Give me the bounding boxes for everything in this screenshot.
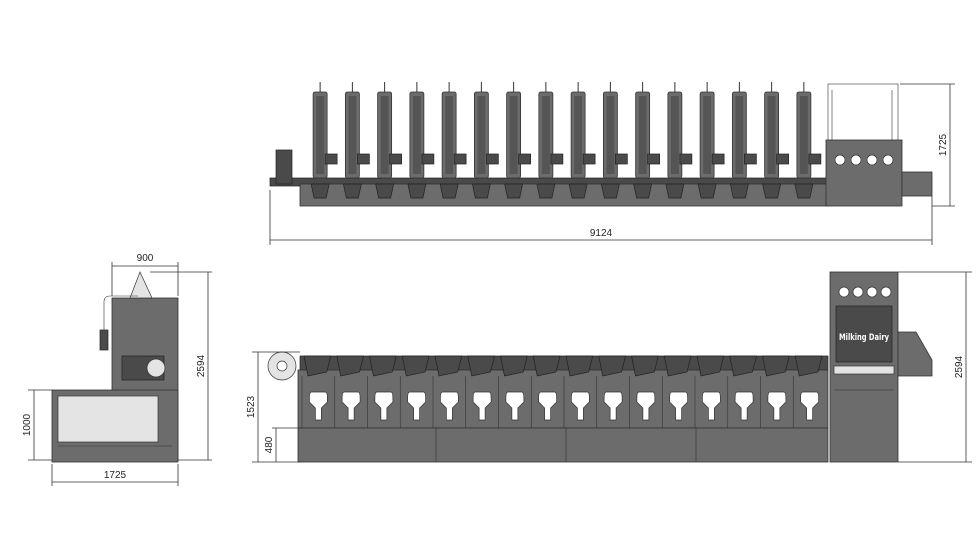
motor-unit	[275, 149, 293, 185]
length-label: 9124	[590, 228, 613, 239]
dimension-width: 900	[111, 253, 179, 296]
front-stall	[727, 355, 757, 428]
front-stall	[432, 355, 463, 428]
front-stall	[530, 355, 561, 428]
side-height-label: 2594	[196, 354, 207, 377]
top-stall	[310, 82, 338, 199]
top-view: 9124 1725	[269, 82, 955, 245]
top-stall	[665, 82, 693, 199]
front-height-label: 2594	[954, 355, 965, 378]
dimension-length: 9124	[269, 190, 933, 245]
top-stall	[375, 82, 402, 199]
rail-label: 1523	[246, 395, 257, 418]
dimension-height-top: 1725	[900, 83, 955, 207]
dimension-platform: 1000	[22, 389, 52, 461]
top-stall	[794, 82, 822, 199]
front-stalls	[301, 355, 823, 428]
control-frame	[825, 83, 933, 207]
front-stall	[596, 355, 626, 428]
front-stall	[563, 355, 594, 428]
front-stall	[792, 355, 823, 428]
side-view: 900 1725 2594 1000	[22, 253, 212, 486]
front-stall	[760, 355, 790, 428]
brand-logo: Milking Dairy	[839, 333, 889, 343]
top-stall	[729, 82, 757, 199]
top-stall	[762, 82, 789, 199]
front-stall	[498, 355, 528, 428]
top-height-label: 1725	[938, 133, 949, 156]
top-stall	[633, 82, 660, 199]
front-stall	[367, 355, 397, 428]
front-stall	[465, 355, 495, 428]
top-stall	[504, 82, 531, 199]
top-stall	[568, 82, 596, 199]
front-stall	[301, 355, 332, 428]
top-stall	[439, 82, 467, 199]
front-stall	[334, 355, 364, 428]
dimension-floor: 480	[264, 427, 300, 462]
dimension-front-height: 2594	[898, 271, 972, 463]
dimension-depth: 1725	[51, 464, 179, 486]
front-stall	[661, 355, 692, 428]
dimension-side-height: 2594	[150, 271, 212, 461]
top-stall	[407, 82, 435, 199]
top-stalls	[310, 82, 822, 199]
front-stall	[694, 355, 725, 428]
platform-label: 1000	[22, 413, 33, 436]
front-stall	[399, 355, 430, 428]
floor-label: 480	[264, 436, 275, 453]
top-stall	[600, 82, 628, 199]
front-stall	[629, 355, 659, 428]
side-depth-label: 1725	[104, 470, 127, 481]
top-stall	[342, 82, 370, 199]
top-stall	[697, 82, 725, 199]
top-stall	[471, 82, 499, 199]
front-view: Milking Dairy 2594 1523 480	[246, 271, 972, 463]
front-base	[297, 427, 829, 463]
side-width-label: 900	[137, 253, 154, 264]
top-stall	[536, 82, 564, 199]
